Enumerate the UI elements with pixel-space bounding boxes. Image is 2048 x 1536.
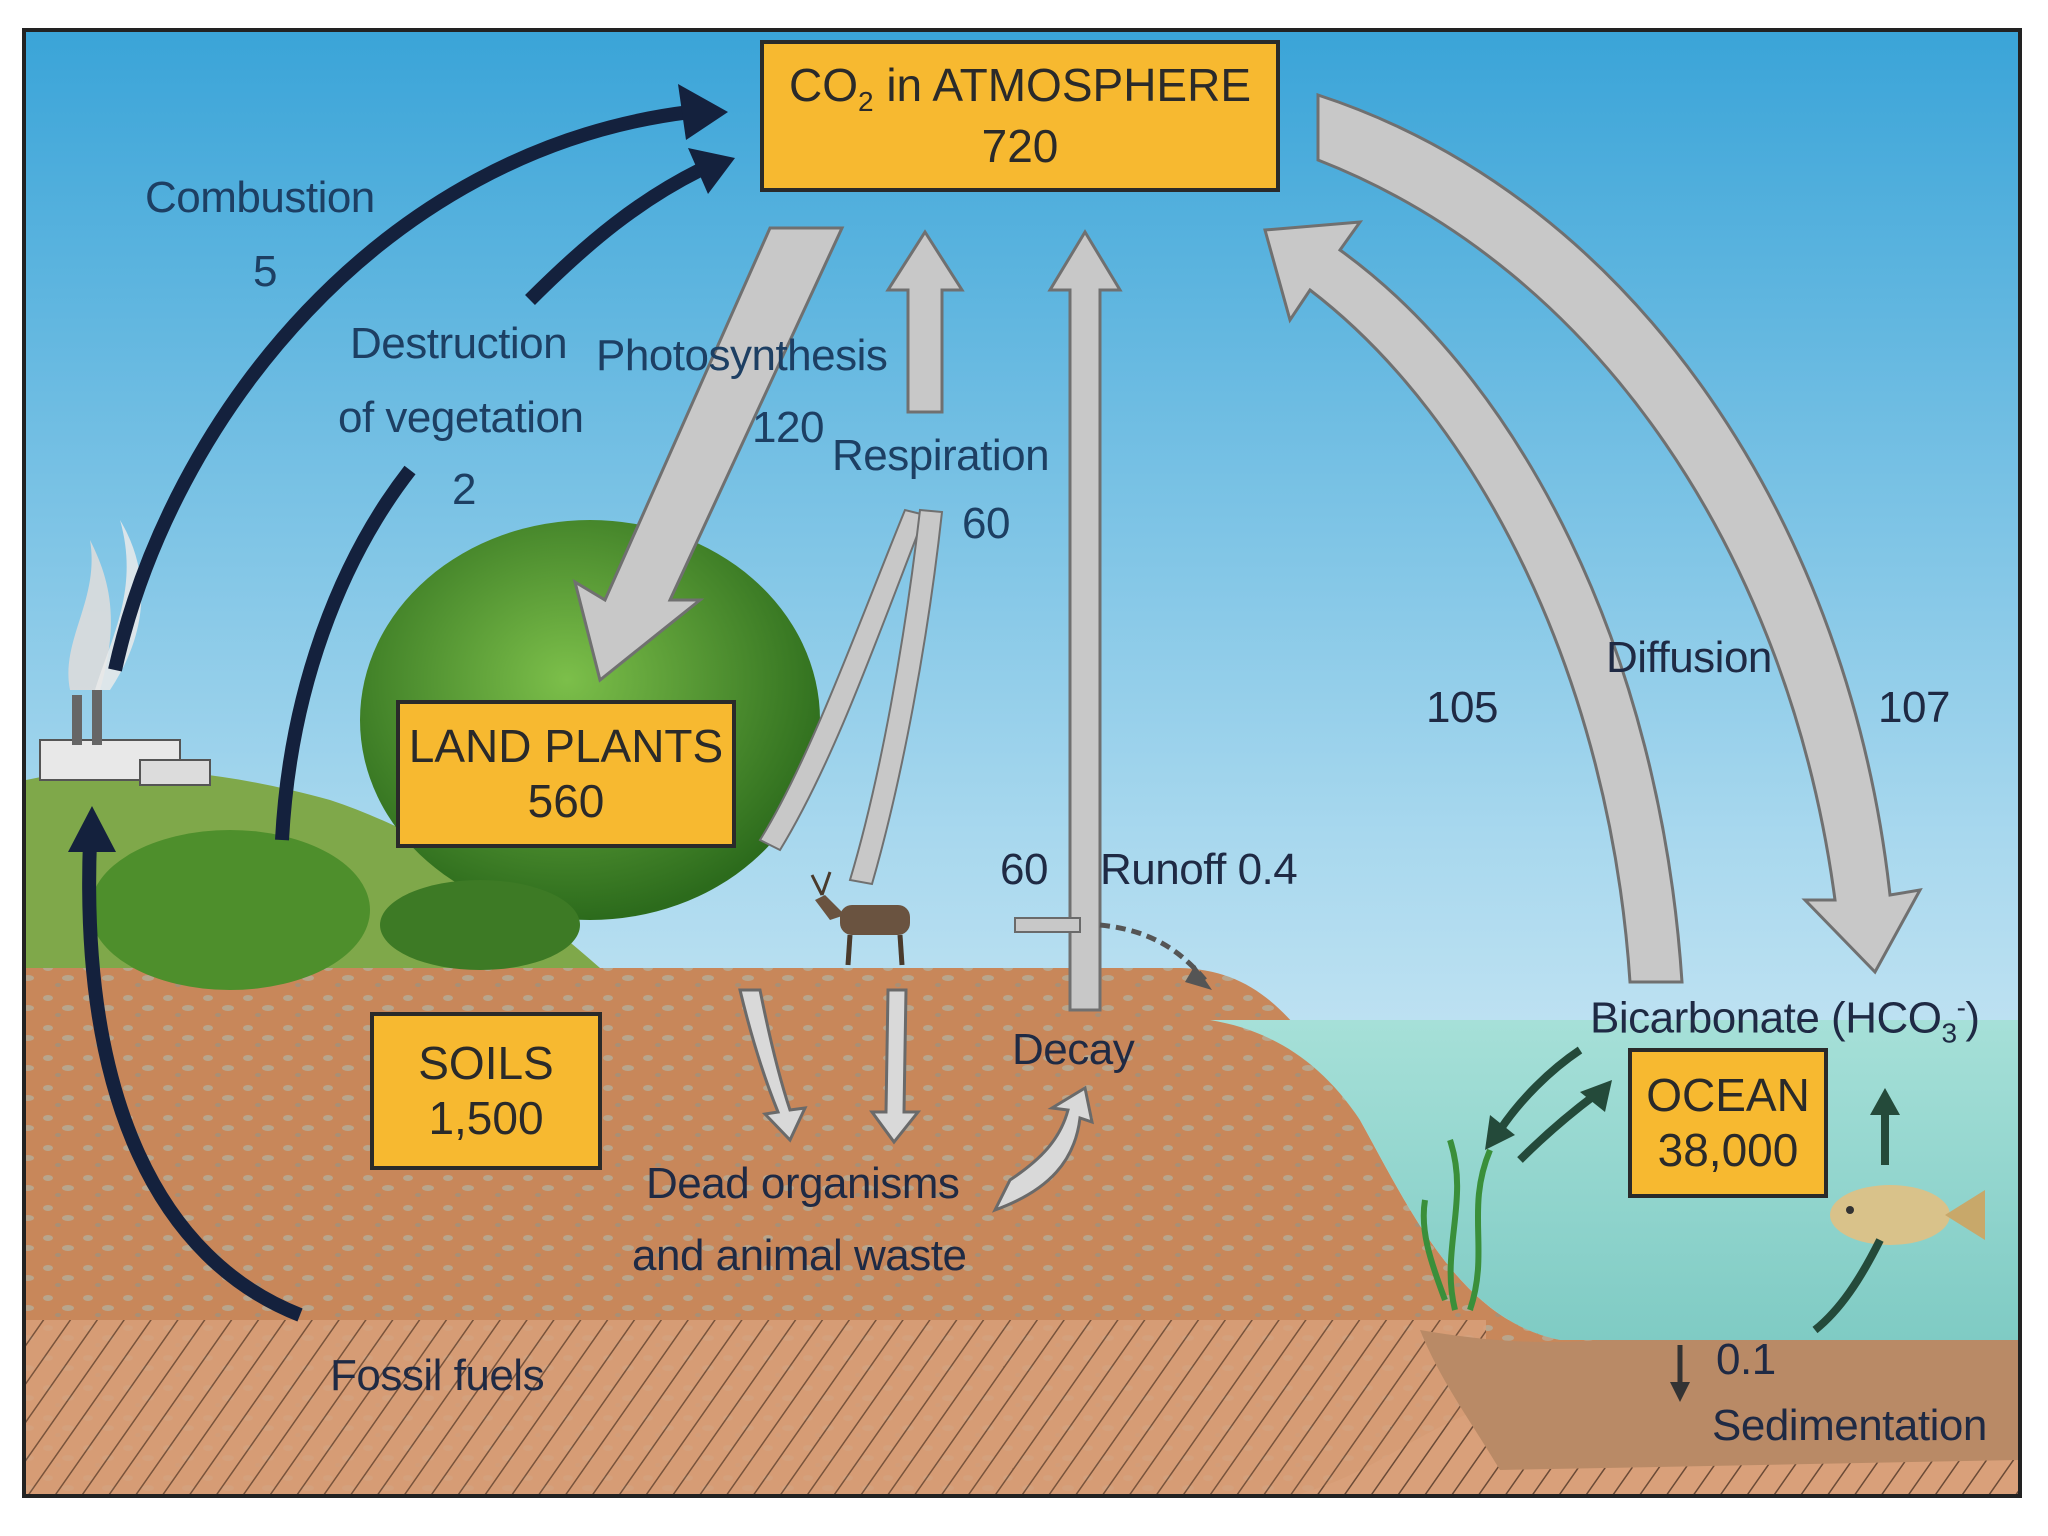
respiration-value: 60 [962, 499, 1010, 548]
fossil-fuels-arrow [82, 839, 303, 1322]
decay-value: 60 [1000, 845, 1048, 894]
ocean-arrow-2 [1517, 1091, 1598, 1163]
ocean-box: OCEAN 38,000 [1628, 1048, 1828, 1198]
caribou-icon [810, 871, 910, 966]
land-plants-title: LAND PLANTS [408, 719, 724, 772]
combustion-arrow [108, 105, 691, 672]
atmosphere-title-suffix: in ATMOSPHERE [873, 59, 1252, 112]
photosynthesis-arrow [572, 226, 845, 683]
combustion-arrowhead [678, 84, 728, 140]
ocean-floor [1420, 1330, 2018, 1470]
diffusion-down-arrow [1316, 92, 1923, 975]
bicarbonate-sup: - [1956, 992, 1966, 1023]
bush-icon [380, 880, 580, 970]
combustion-value: 5 [253, 247, 277, 296]
respiration-label: Respiration [832, 431, 1050, 480]
sedimentation-value: 0.1 [1716, 1335, 1776, 1384]
bicarbonate-prefix: Bicarbonate (HCO [1590, 993, 1942, 1043]
combustion-label: Combustion [145, 173, 375, 222]
small-tree-icon [90, 830, 370, 990]
dead-organisms-line2: and animal waste [632, 1231, 967, 1280]
soil-down-arrow-2 [869, 988, 922, 1145]
factory-icon [39, 520, 211, 786]
fish-to-floor-arrow [1812, 1238, 1884, 1334]
seaweed-icon [1420, 1139, 1493, 1311]
destruction-label-line2: of vegetation [338, 393, 584, 442]
fish-icon [1830, 1185, 1985, 1245]
runoff-label-text: Runoff [1100, 845, 1226, 894]
destruction-arrow [525, 163, 704, 305]
ocean-value: 38,000 [1657, 1124, 1799, 1176]
ocean-up-arrowhead [1870, 1088, 1900, 1115]
sedimentation-arrowhead [1670, 1382, 1690, 1402]
soil-down-arrow-1 [738, 988, 808, 1143]
diffusion-up-arrow [1263, 220, 1684, 984]
bicarbonate-sub: 3 [1941, 1017, 1957, 1049]
destruction-lower-arrow [275, 465, 416, 841]
respiration-strand-2 [848, 508, 944, 886]
soil-lower-hatch [26, 1320, 1486, 1494]
destruction-label-line1: Destruction [350, 319, 568, 368]
decay-curve-arrow [991, 1085, 1094, 1213]
diffusion-to-atmosphere-value: 105 [1426, 683, 1498, 732]
diffusion-label: Diffusion [1606, 633, 1772, 682]
ocean-arrowhead-2 [1580, 1080, 1612, 1112]
atmosphere-value: 720 [981, 119, 1059, 172]
fossil-fuels-label: Fossil fuels [330, 1351, 545, 1400]
respiration-strand-1 [758, 508, 927, 852]
ocean-arrow-1 [1496, 1046, 1583, 1133]
runoff-value: 0.4 [1237, 845, 1298, 894]
ocean-arrowhead-1 [1485, 1115, 1515, 1150]
respiration-arrow [885, 229, 965, 414]
land-plants-box: LAND PLANTS 560 [396, 700, 736, 848]
decay-arrow [1047, 229, 1123, 1012]
diffusion-to-ocean-value: 107 [1878, 683, 1950, 732]
photosynthesis-label: Photosynthesis [596, 331, 888, 380]
atmosphere-title-sub: 2 [857, 86, 874, 118]
destruction-arrowhead [688, 148, 735, 194]
decay-label: Decay [1012, 1025, 1135, 1074]
fossil-fuels-arrowhead [68, 806, 116, 852]
bicarbonate-suffix: ) [1965, 993, 1980, 1043]
atmosphere-box: CO2 in ATMOSPHERE 720 [760, 40, 1280, 192]
photosynthesis-value: 120 [752, 403, 824, 452]
runoff-arrowhead [1185, 965, 1212, 990]
runoff-label: Runoff 0.4 [1100, 845, 1298, 894]
soils-title: SOILS [418, 1036, 554, 1089]
destruction-value: 2 [452, 465, 476, 514]
atmosphere-title: CO2 in ATMOSPHERE [764, 58, 1276, 119]
atmosphere-title-prefix: CO [788, 59, 858, 112]
land-plants-value: 560 [527, 775, 605, 827]
soils-value: 1,500 [428, 1092, 544, 1144]
dead-organisms-line1: Dead organisms [646, 1159, 960, 1208]
runoff-arrow [1099, 922, 1207, 982]
bicarbonate-label: Bicarbonate (HCO3-) [1590, 994, 1980, 1047]
sedimentation-label: Sedimentation [1712, 1401, 1987, 1450]
soils-box: SOILS 1,500 [370, 1012, 602, 1170]
runoff-bar [1014, 917, 1081, 933]
ocean-title: OCEAN [1646, 1068, 1810, 1121]
